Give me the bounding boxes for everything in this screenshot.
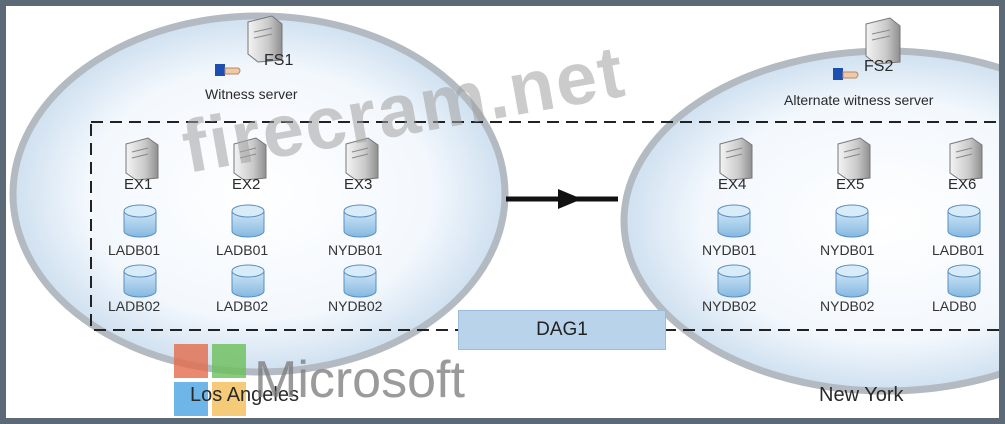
database-icon <box>717 204 751 238</box>
database-icon <box>123 264 157 298</box>
server-icon <box>345 137 379 181</box>
database-name: LADB0 <box>932 298 977 314</box>
server-name: EX3 <box>344 176 373 193</box>
server-name: EX5 <box>836 176 865 193</box>
handshake-icon <box>833 68 859 80</box>
server-icon <box>837 137 871 181</box>
database-icon <box>835 204 869 238</box>
handshake-icon <box>215 64 241 76</box>
database-icon <box>947 204 981 238</box>
server-icon <box>233 137 267 181</box>
database-icon <box>231 264 265 298</box>
left-witness-server-name: FS1 <box>264 52 294 69</box>
database-icon <box>123 204 157 238</box>
database-name: LADB02 <box>108 298 161 314</box>
right-witness-role: Alternate witness server <box>784 92 934 108</box>
database-icon <box>717 264 751 298</box>
server-icon <box>865 17 901 65</box>
database-name: LADB01 <box>932 242 985 258</box>
database-name: NYDB01 <box>820 242 875 258</box>
database-name: NYDB01 <box>328 242 383 258</box>
database-icon <box>947 264 981 298</box>
database-name: LADB02 <box>216 298 269 314</box>
dag-name: DAG1 <box>536 319 588 340</box>
database-icon <box>343 204 377 238</box>
left-witness-role: Witness server <box>205 86 298 102</box>
server-icon <box>125 137 159 181</box>
wan-link-arrow <box>558 189 582 209</box>
database-name: NYDB02 <box>702 298 757 314</box>
database-icon <box>343 264 377 298</box>
server-name: EX1 <box>124 176 153 193</box>
site-name-new-york: New York <box>819 384 904 406</box>
server-name: EX2 <box>232 176 261 193</box>
site-name-los-angeles: Los Angeles <box>190 384 299 406</box>
server-icon <box>719 137 753 181</box>
server-icon <box>949 137 983 181</box>
database-icon <box>231 204 265 238</box>
diagram-canvas: FS1 Witness server FS2 Alternate witness… <box>6 6 999 418</box>
database-icon <box>835 264 869 298</box>
database-name: LADB01 <box>216 242 269 258</box>
watermark-brand: Microsoft <box>254 351 465 409</box>
server-name: EX4 <box>718 176 747 193</box>
server-name: EX6 <box>948 176 977 193</box>
database-name: NYDB02 <box>820 298 875 314</box>
microsoft-logo-icon <box>174 344 246 416</box>
server-icon <box>247 15 283 63</box>
database-name: NYDB02 <box>328 298 383 314</box>
dag-label: DAG1 <box>458 310 666 350</box>
database-name: NYDB01 <box>702 242 757 258</box>
database-name: LADB01 <box>108 242 161 258</box>
right-witness-server-name: FS2 <box>864 58 894 75</box>
